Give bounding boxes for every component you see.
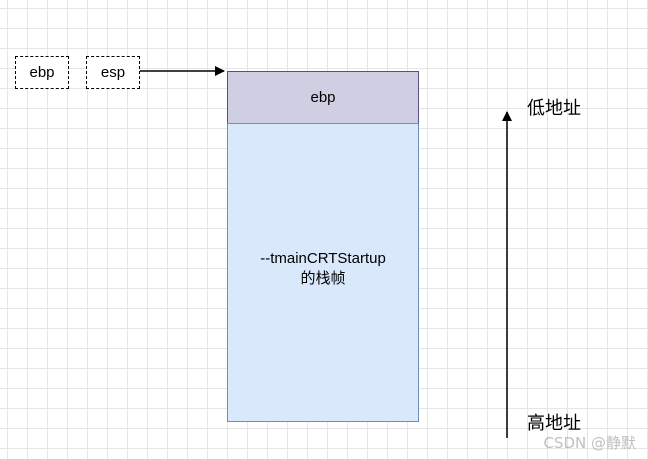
high-address-label: 高地址 xyxy=(527,413,581,434)
stack-ebp-block: ebp xyxy=(227,71,419,124)
ebp-register-box: ebp xyxy=(15,56,69,89)
esp-register-label: esp xyxy=(100,64,126,81)
esp-register-box: esp xyxy=(86,56,140,89)
stack-frame-subtitle: 的栈帧 xyxy=(300,269,346,287)
stack-frame-block: --tmainCRTStartup 的栈帧 xyxy=(227,123,419,422)
stack-diagram: ebp --tmainCRTStartup 的栈帧 xyxy=(227,71,419,422)
stack-frame-title: --tmainCRTStartup xyxy=(260,249,386,267)
watermark: CSDN @静默 xyxy=(543,434,636,452)
stack-ebp-label: ebp xyxy=(310,89,336,106)
low-address-label: 低地址 xyxy=(527,98,581,119)
ebp-register-label: ebp xyxy=(29,64,55,81)
